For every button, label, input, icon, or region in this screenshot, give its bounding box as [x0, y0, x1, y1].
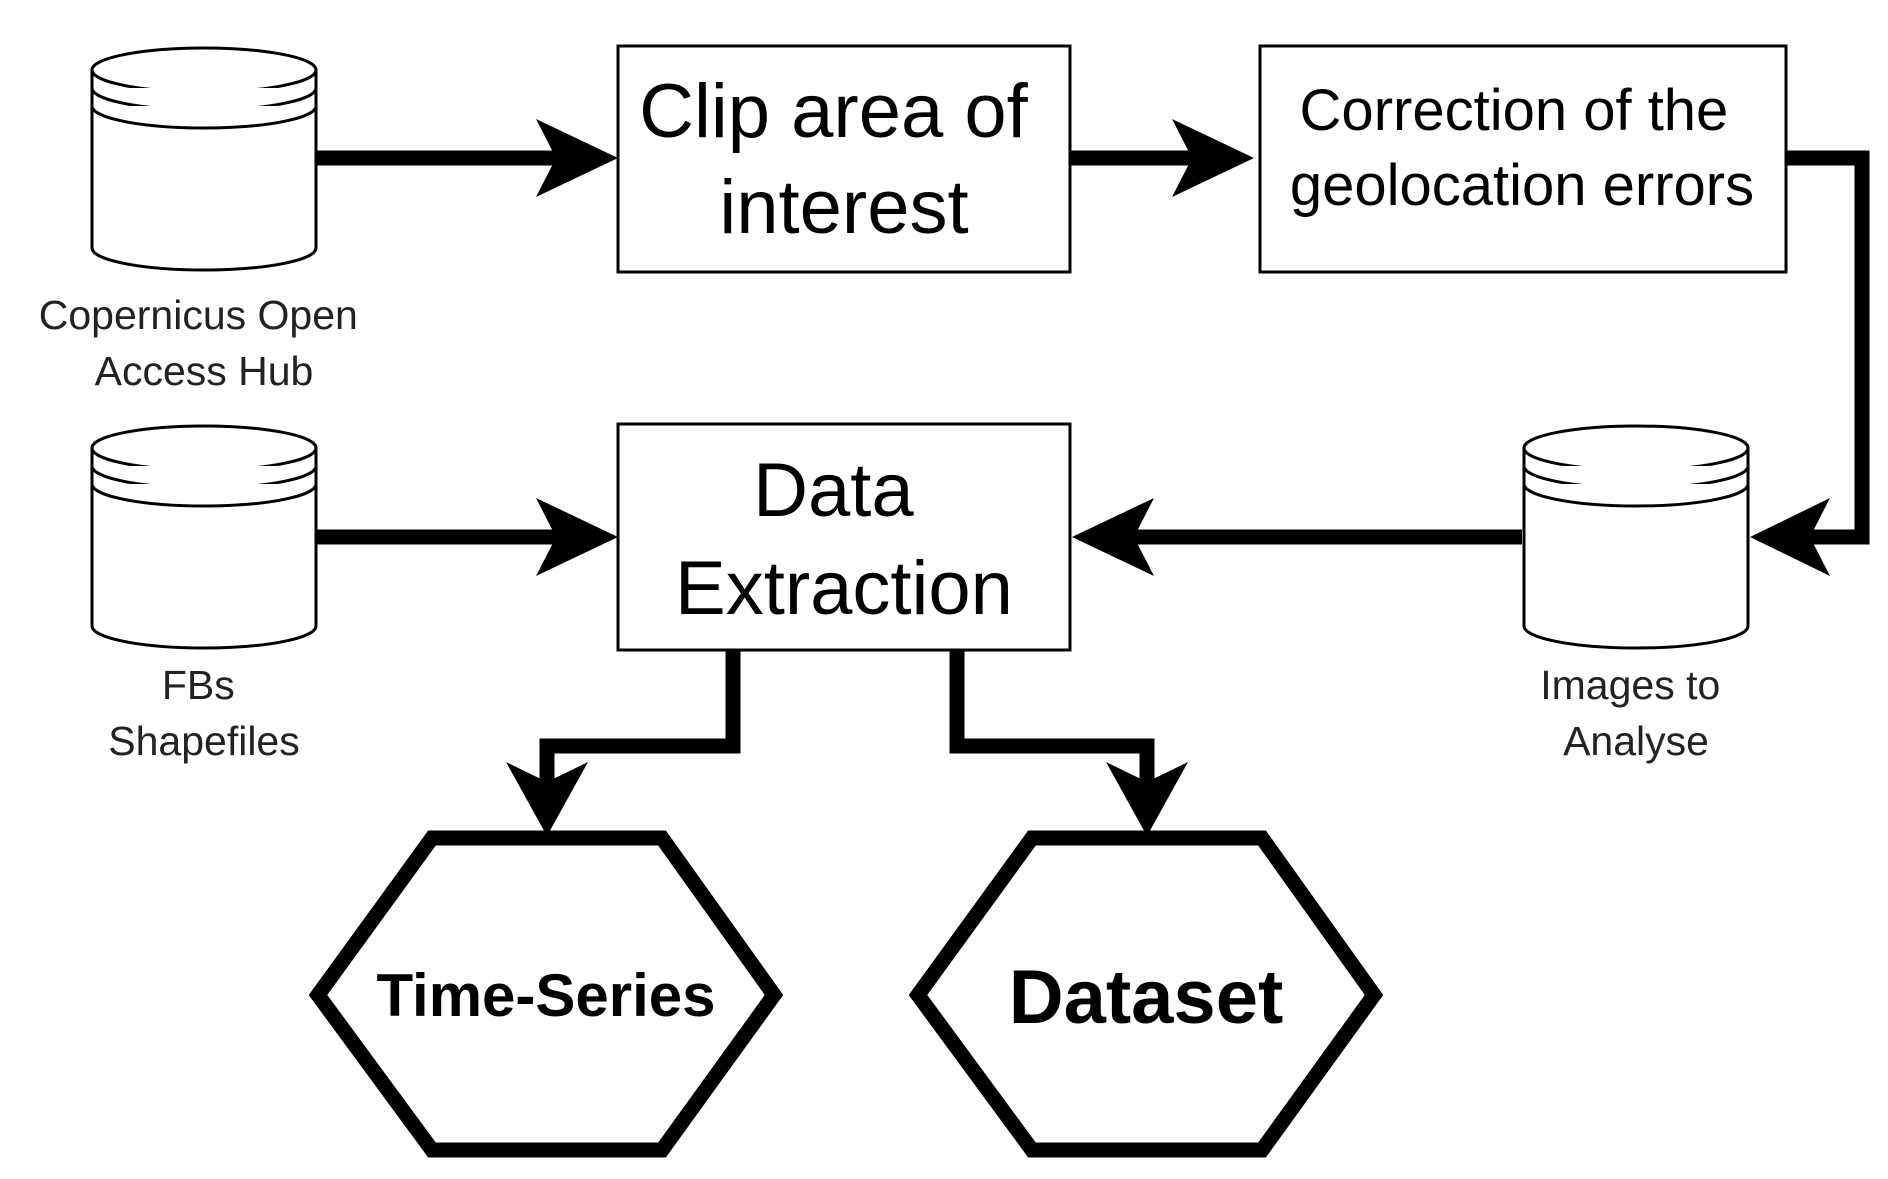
data-extraction-label: Data Extraction	[675, 448, 1013, 631]
node-copernicus: Copernicus Open Access Hub	[39, 46, 369, 394]
edge-extraction-to-timeseries	[506, 650, 741, 836]
time-series-label: Time-Series	[376, 962, 715, 1029]
edge-fbs-to-extraction	[316, 498, 618, 576]
node-data-extraction: Data Extraction	[616, 422, 1072, 652]
edge-correction-to-images	[1750, 150, 1870, 576]
node-images-to-analyse: Images to Analyse	[1522, 424, 1750, 764]
database-icon	[90, 424, 318, 650]
node-correction: Correction of the geolocation errors	[1258, 44, 1788, 274]
copernicus-label: Copernicus Open Access Hub	[39, 292, 369, 394]
database-icon	[90, 46, 318, 272]
node-time-series: Time-Series	[308, 830, 784, 1158]
node-dataset: Dataset	[908, 830, 1384, 1158]
node-clip-area: Clip area of interest	[616, 44, 1072, 274]
edge-copernicus-to-clip	[316, 119, 618, 197]
images-label: Images to Analyse	[1540, 662, 1731, 764]
database-icon	[1522, 424, 1750, 650]
edges	[316, 119, 1870, 836]
edge-clip-to-correction	[1070, 119, 1254, 197]
clip-area-label: Clip area of interest	[639, 69, 1049, 250]
correction-label: Correction of the geolocation errors	[1290, 78, 1754, 218]
edge-images-to-extraction	[1072, 498, 1522, 576]
edge-extraction-to-dataset	[949, 650, 1188, 836]
dataset-label: Dataset	[1009, 955, 1284, 1040]
fbs-label: FBs Shapefiles	[108, 662, 299, 764]
node-fbs-shapefiles: FBs Shapefiles	[90, 424, 318, 764]
